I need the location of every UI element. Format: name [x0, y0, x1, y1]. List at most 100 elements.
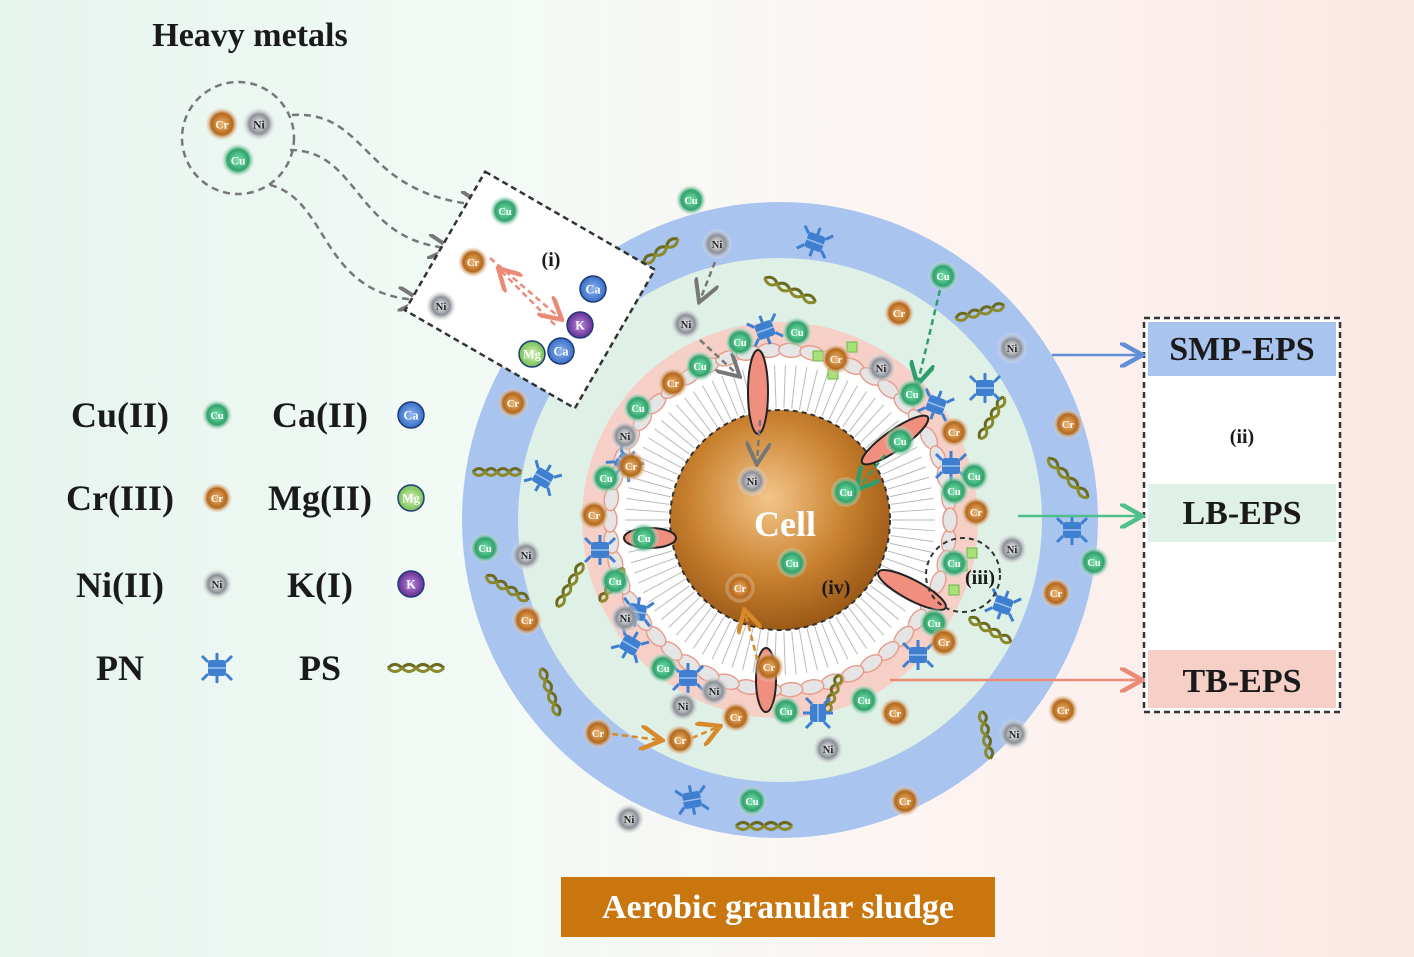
- svg-text:Cr: Cr: [938, 638, 951, 649]
- protein-molecule: [674, 784, 710, 816]
- ion-cu: Cu: [623, 393, 653, 423]
- ion-cu: Cu: [939, 476, 969, 506]
- ion-cu: Cu: [685, 351, 715, 381]
- ion-cu: Cu: [470, 533, 500, 563]
- ion-cu: Cu: [782, 317, 812, 347]
- svg-text:Ca: Ca: [553, 345, 568, 359]
- svg-text:Cr: Cr: [1062, 420, 1075, 431]
- svg-text:Ni: Ni: [747, 477, 758, 488]
- transport-arrow-cr: [289, 148, 448, 248]
- svg-text:Cr: Cr: [889, 709, 902, 720]
- svg-text:Ni: Ni: [620, 432, 631, 443]
- svg-text:Cu: Cu: [785, 559, 799, 570]
- legend-pn-label: PN: [96, 648, 144, 688]
- svg-text:Cr: Cr: [588, 511, 601, 522]
- ion-ca: Ca: [547, 337, 575, 365]
- svg-text:Cu: Cu: [839, 488, 853, 499]
- svg-text:Ca: Ca: [403, 409, 418, 423]
- protein-molecule: [671, 663, 705, 693]
- polysaccharide-strand: [471, 467, 523, 477]
- ion-cu: Cu: [600, 566, 630, 596]
- protein-molecule: [796, 224, 834, 260]
- svg-text:Cu: Cu: [631, 404, 645, 415]
- ion-cu: Cu: [849, 685, 879, 715]
- protein-molecule: [917, 387, 955, 423]
- protein-molecule: [803, 696, 833, 730]
- svg-text:Cr: Cr: [211, 494, 224, 505]
- ion-cu: Cu: [885, 426, 915, 456]
- legend-cr-label: Cr(III): [66, 478, 174, 518]
- svg-text:Ni: Ni: [436, 302, 447, 313]
- lb-eps-band: [1148, 484, 1336, 542]
- ion-cu: Cu: [629, 523, 659, 553]
- ion-cr: Cr: [1048, 695, 1078, 725]
- svg-text:Cr: Cr: [970, 508, 983, 519]
- ion-cu: Cu: [831, 477, 861, 507]
- ion-cr: Cr: [821, 344, 851, 374]
- protein-molecule: [984, 587, 1022, 623]
- ion-cr: Cr: [754, 652, 784, 682]
- svg-text:Cr: Cr: [893, 309, 906, 320]
- svg-text:Cr: Cr: [730, 713, 743, 724]
- ion-cr: Cr: [880, 698, 910, 728]
- svg-text:Ni: Ni: [709, 687, 720, 698]
- smp-eps-band: [1148, 322, 1336, 376]
- legend-cr-icon: Cr: [202, 483, 232, 513]
- precipitate-particle: [846, 341, 858, 353]
- ion-ni: Ni: [511, 540, 541, 570]
- svg-text:Cr: Cr: [948, 428, 961, 439]
- polysaccharide-strand: [977, 710, 995, 760]
- svg-text:Cr: Cr: [507, 399, 520, 410]
- lb-eps-label: LB-EPS: [1182, 495, 1301, 532]
- protein-molecule: [523, 459, 563, 497]
- ion-ni: Ni: [671, 309, 701, 339]
- svg-text:K: K: [575, 319, 585, 333]
- svg-text:Ni: Ni: [681, 320, 692, 331]
- polysaccharide-strand: [954, 302, 1006, 322]
- svg-text:Mg: Mg: [402, 492, 421, 506]
- svg-text:Ni: Ni: [620, 614, 631, 625]
- legend-ca-icon: Ca: [397, 401, 425, 429]
- ion-ni: Ni: [699, 676, 729, 706]
- svg-text:Cu: Cu: [790, 328, 804, 339]
- svg-text:Cu: Cu: [905, 390, 919, 401]
- legend: Cu(II) Ca(II) Cr(III) Mg(II) Ni(II) K(I)…: [66, 395, 446, 688]
- cell-body: [669, 409, 891, 631]
- svg-text:Cu: Cu: [947, 559, 961, 570]
- protein-molecule: [968, 373, 1002, 403]
- transport-arrow-ni: [269, 183, 418, 300]
- svg-text:Cr: Cr: [734, 584, 747, 595]
- ion-cu: Cu: [897, 379, 927, 409]
- svg-text:Cr: Cr: [1057, 706, 1070, 717]
- legend-ca-label: Ca(II): [272, 395, 368, 435]
- svg-text:Cu: Cu: [936, 272, 950, 283]
- ion-cu: Cu: [490, 196, 520, 226]
- marker-iii: (iii): [965, 567, 995, 589]
- ion-cu: Cu: [676, 185, 706, 215]
- ion-cr: Cr: [665, 725, 695, 755]
- cr-penetration-arrow-2: [691, 727, 718, 738]
- ion-cr: Cr: [929, 627, 959, 657]
- polysaccharide-strand: [967, 615, 1013, 645]
- ion-cr: Cr: [725, 573, 755, 603]
- svg-text:Cr: Cr: [625, 462, 638, 473]
- legend-mg-label: Mg(II): [268, 478, 372, 518]
- svg-text:Cr: Cr: [667, 379, 680, 390]
- cu-penetration-arrow-2: [858, 454, 886, 488]
- svg-text:Cr: Cr: [899, 797, 912, 808]
- svg-text:Ni: Ni: [1009, 730, 1020, 741]
- protein-molecule: [746, 312, 784, 348]
- ion-k: K: [566, 311, 594, 339]
- svg-text:Ca: Ca: [585, 283, 600, 297]
- protein-molecule: [583, 535, 617, 565]
- polysaccharide-strand: [763, 275, 817, 305]
- svg-text:Cu: Cu: [947, 487, 961, 498]
- ion-cr: Cr: [884, 298, 914, 328]
- svg-text:Cu: Cu: [733, 338, 747, 349]
- svg-text:Cu: Cu: [210, 411, 224, 422]
- svg-text:Cr: Cr: [467, 258, 480, 269]
- transport-arrow-cu: [291, 113, 480, 205]
- ion-cu: Cu: [1079, 547, 1109, 577]
- ion-ni: Ni: [813, 734, 843, 764]
